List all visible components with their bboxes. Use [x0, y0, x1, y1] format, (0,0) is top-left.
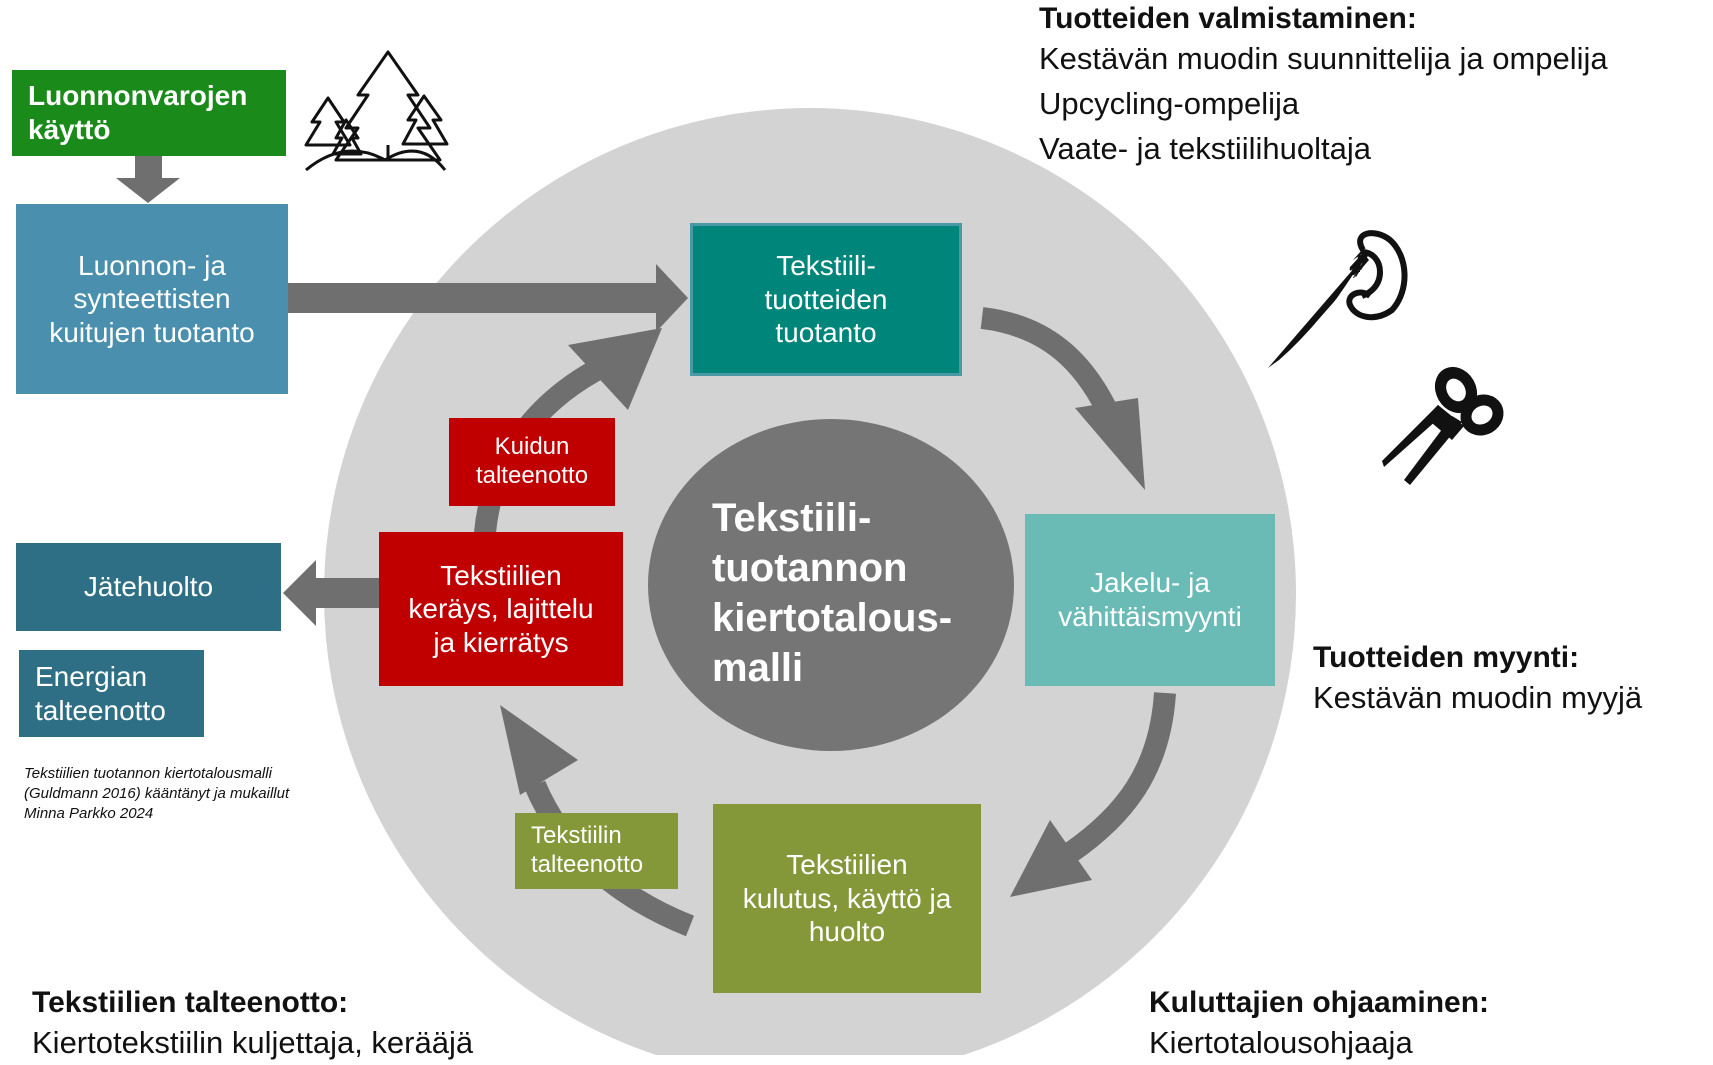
textile-production-box: Tekstiili- tuotteiden tuotanto — [690, 223, 962, 376]
guidance-title: Kuluttajien ohjaaminen: — [1149, 986, 1490, 1019]
fiber-production-box: Luonnon- ja synteettisten kuitujen tuota… — [16, 204, 288, 394]
guidance-roles: Kuluttajien ohjaaminen: Kiertotalousohja… — [1149, 986, 1669, 1065]
sales-title: Tuotteiden myynti: — [1313, 641, 1580, 674]
fiber-recovery-box: Kuidun talteenotto — [449, 418, 615, 506]
arrow-head-collection-to-production — [568, 328, 662, 410]
natural-resources-box: Luonnonvarojen käyttö — [12, 70, 286, 156]
arrow-production-to-distribution — [980, 307, 1118, 417]
arrow-head-distribution-to-consumption — [1010, 820, 1092, 897]
forest-icon — [304, 50, 449, 172]
arrow-distribution-to-consumption — [1063, 692, 1176, 863]
consumption-box: Tekstiilien kulutus, käyttö ja huolto — [713, 804, 981, 993]
recovery-title: Tekstiilien talteenotto: — [32, 986, 349, 1019]
arrow-collection-to-waste — [283, 560, 380, 626]
arrow-fiber-to-production — [288, 264, 688, 332]
arrow-head-consumption-to-collection — [500, 705, 578, 795]
textile-recovery-box: Tekstiilin talteenotto — [515, 813, 678, 889]
scissors-icon — [1382, 366, 1504, 485]
caption: Tekstiilien tuotannon kiertotalousmalli … — [24, 765, 290, 822]
manufacturing-roles: Tuotteiden valmistaminen: Kestävän muodi… — [1039, 2, 1709, 171]
manufacturing-items: Kestävän muodin suunnittelija ja ompelij… — [1039, 41, 1608, 166]
center-label: Tekstiili- tuotannon kiertotalous- malli — [712, 496, 953, 690]
collection-box: Tekstiilien keräys, lajittelu ja kierrät… — [379, 532, 623, 686]
manufacturing-title: Tuotteiden valmistaminen: — [1039, 2, 1417, 35]
energy-box: Energian talteenotto — [19, 650, 204, 737]
needle-thread-icon — [1268, 230, 1408, 368]
center-disc — [648, 419, 1014, 751]
recovery-items: Kiertotekstiilin kuljettaja, kerääjä — [32, 1025, 474, 1060]
distribution-box: Jakelu- ja vähittäismyynti — [1025, 514, 1275, 686]
sales-roles: Tuotteiden myynti: Kestävän muodin myyjä — [1313, 641, 1713, 720]
recovery-roles: Tekstiilien talteenotto: Kiertotekstiili… — [32, 986, 672, 1065]
sales-items: Kestävän muodin myyjä — [1313, 680, 1643, 715]
waste-box: Jätehuolto — [16, 543, 281, 631]
arrow-head-production-to-distribution — [1075, 398, 1145, 490]
arrow-resources-to-fiber — [116, 150, 180, 203]
guidance-items: Kiertotalousohjaaja — [1149, 1025, 1413, 1060]
